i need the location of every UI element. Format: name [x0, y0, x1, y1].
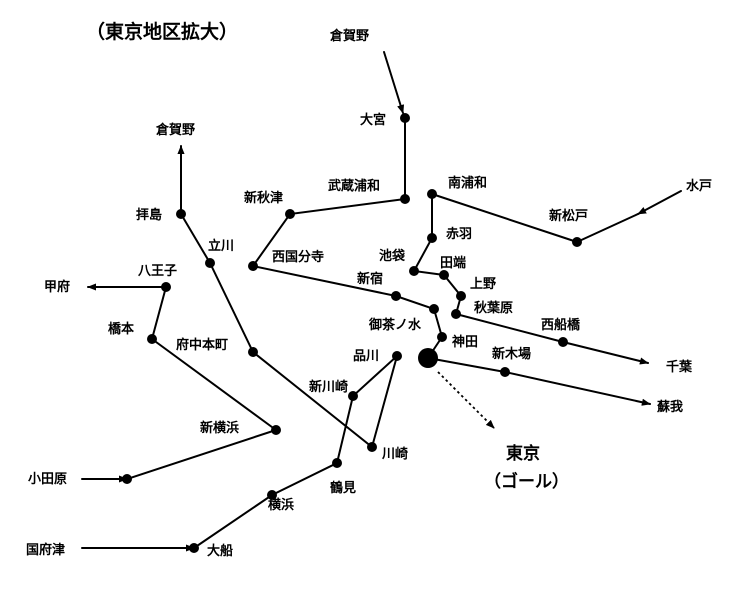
dot-shin-yokohama	[271, 425, 281, 435]
label-chiba: 千葉	[666, 359, 693, 375]
line-kuragano-omiya	[383, 51, 405, 114]
label-kawasaki: 川崎	[381, 446, 408, 462]
label-akabane: 赤羽	[446, 226, 472, 242]
dot-haijima	[176, 209, 186, 219]
label-haijima: 拝島	[136, 207, 162, 223]
dot-shinjuku	[391, 291, 401, 301]
station-labels: 倉賀野 大宮 倉賀野 拝島 新秋津 武蔵浦和 南浦和 水戸 新松戸 立川 西国分…	[26, 28, 712, 559]
diagram-title: （東京地区拡大）	[86, 20, 238, 43]
dot-fuchu-hommachi	[248, 347, 258, 357]
dot-musashi-urawa	[400, 194, 410, 204]
label-hachioji: 八王子	[137, 264, 177, 279]
dot-ofuna	[189, 543, 199, 553]
dot-nishi-kokubunji	[248, 261, 258, 271]
label-akihabara: 秋葉原	[474, 300, 513, 316]
dot-tokyo-goal	[418, 348, 438, 368]
dot-hashimoto	[147, 334, 157, 344]
dot-minami-urawa	[427, 189, 437, 199]
dot-kanda	[437, 332, 447, 342]
dot-tachikawa	[205, 258, 215, 268]
dot-odawara-junction	[122, 474, 132, 484]
label-ueno: 上野	[470, 277, 496, 292]
dot-hachioji	[161, 282, 171, 292]
line-saikyo	[412, 193, 445, 276]
label-shin-matsudo: 新松戸	[549, 208, 588, 224]
label-tabata: 田端	[440, 255, 466, 271]
label-odawara: 小田原	[28, 472, 67, 487]
line-mito-shinmatsudo	[576, 213, 639, 243]
dot-akihabara	[451, 309, 461, 319]
label-kofu: 甲府	[44, 279, 70, 295]
label-kanda: 神田	[452, 334, 478, 350]
label-shinagawa: 品川	[353, 349, 379, 364]
label-yokohama: 横浜	[268, 497, 294, 513]
dot-omiya	[400, 113, 410, 123]
label-mito: 水戸	[686, 178, 712, 194]
line-musashino-east	[431, 193, 578, 243]
line-mito-inbound	[637, 190, 682, 215]
label-musashi-urawa: 武蔵浦和	[328, 178, 380, 194]
label-shin-kawasaki: 新川崎	[309, 379, 348, 395]
line-keiyo-b	[504, 371, 651, 406]
label-soga: 蘇我	[656, 399, 683, 415]
dot-tabata	[439, 270, 449, 280]
label-ofuna: 大船	[207, 543, 233, 559]
label-shin-yokohama: 新横浜	[200, 420, 239, 436]
label-shin-akitsu: 新秋津	[244, 190, 283, 206]
dot-shin-matsudo	[572, 237, 582, 247]
label-tsurumi: 鶴見	[330, 480, 356, 496]
label-kuragano-top: 倉賀野	[329, 28, 369, 44]
goal-station-name: 東京	[506, 443, 540, 464]
label-minami-urawa: 南浦和	[448, 175, 487, 191]
goal-label: 東京 （ゴール）	[484, 443, 569, 492]
dot-shinagawa	[392, 351, 402, 361]
dot-ueno	[456, 291, 466, 301]
label-nishi-kokubunji: 西国分寺	[272, 249, 324, 265]
label-shin-kiba: 新木場	[492, 346, 531, 362]
line-musashino-north	[252, 117, 406, 267]
dot-ikebukuro	[409, 266, 419, 276]
line-yokohama	[150, 286, 277, 431]
label-kuragano-left: 倉賀野	[155, 122, 195, 138]
label-omiya: 大宮	[360, 112, 386, 128]
line-tokaido-shinkansen	[126, 429, 277, 480]
line-keiyo-a	[427, 357, 506, 373]
label-kozu: 国府津	[26, 542, 65, 558]
goal-pointer-arrow	[437, 371, 495, 429]
line-chuo	[252, 265, 444, 359]
dot-shin-kawasaki	[348, 391, 358, 401]
label-fuchu-hommachi: 府中本町	[176, 337, 228, 353]
label-nishi-funabashi: 西船橋	[541, 317, 581, 333]
dot-tsurumi	[332, 458, 342, 468]
label-ochanomizu: 御茶ノ水	[368, 317, 422, 333]
label-shinjuku: 新宿	[357, 271, 383, 287]
dot-shin-akitsu	[285, 209, 295, 219]
dot-akabane	[427, 233, 437, 243]
label-ikebukuro: 池袋	[379, 248, 406, 264]
station-dots	[122, 113, 582, 553]
goal-note: （ゴール）	[484, 471, 569, 492]
dot-yokohama	[267, 490, 277, 500]
label-hashimoto: 橋本	[108, 321, 134, 337]
dot-ochanomizu	[429, 304, 439, 314]
label-tachikawa: 立川	[208, 238, 234, 254]
dot-kawasaki	[367, 442, 377, 452]
dot-nishi-funabashi	[558, 337, 568, 347]
dot-shin-kiba	[500, 367, 510, 377]
